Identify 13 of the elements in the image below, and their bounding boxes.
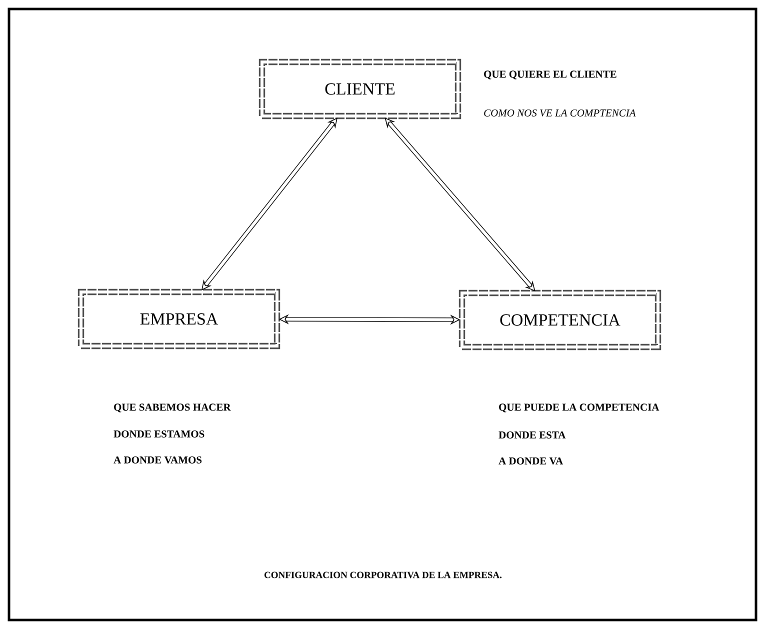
note-text: QUE SABEMOS HACER — [114, 404, 231, 412]
note-text: A DONDE VAMOS — [114, 456, 202, 464]
note-text: QUE PUEDE LA COMPETENCIA — [499, 404, 660, 412]
note-text: A DONDE VA — [498, 457, 564, 465]
note-text: DONDE ESTAMOS — [114, 430, 204, 438]
hatched-box: COMPETENCIA — [458, 290, 662, 350]
hatched-box: EMPRESA — [78, 288, 280, 350]
note-text: QUE QUIERE EL CLIENTE — [484, 70, 616, 80]
caption: CONFIGURACION CORPORATIVA DE LA EMPRESA. — [264, 572, 502, 578]
hatched-box: CLIENTE — [258, 58, 462, 120]
double-arrow — [384, 118, 536, 292]
note-text: DONDE ESTA — [498, 431, 566, 439]
note-text: COMO NOS VE LA COMPTENCIA — [484, 109, 636, 117]
